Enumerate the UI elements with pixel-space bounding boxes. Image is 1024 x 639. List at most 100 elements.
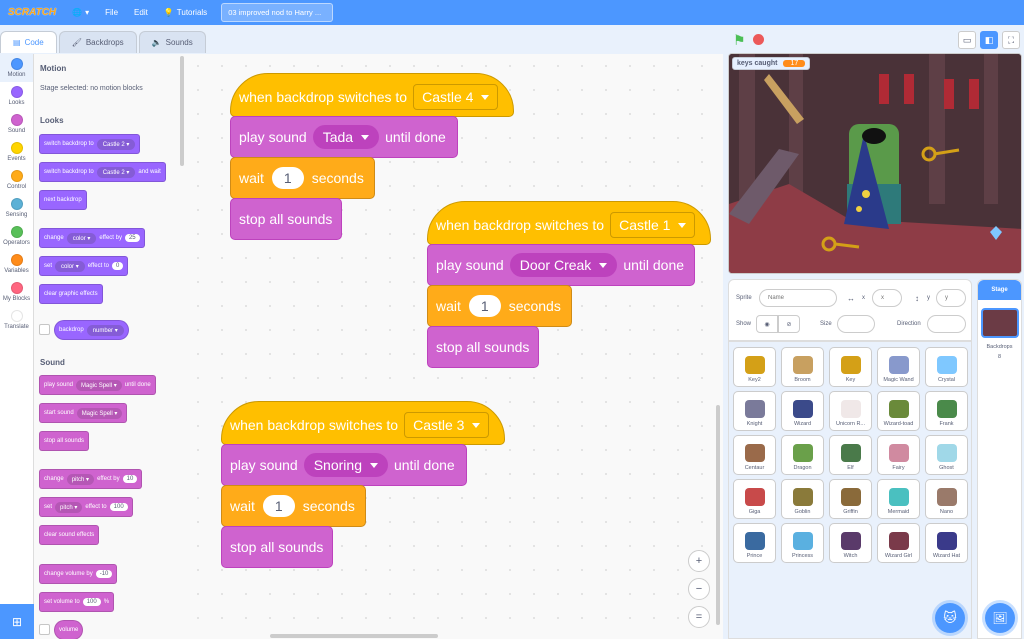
backdrop-monitor-checkbox[interactable]	[39, 324, 50, 335]
block-clear-sound-effects[interactable]: clear sound effects	[39, 525, 100, 545]
category-operators[interactable]: Operators	[0, 222, 33, 250]
small-stage-button[interactable]: ▭	[958, 31, 976, 49]
number-input[interactable]: 0	[111, 262, 124, 270]
number-input[interactable]: 25	[124, 234, 140, 242]
sprite-tile[interactable]: Wizard-toad	[877, 391, 920, 431]
scratch-logo[interactable]: SCRATCH	[8, 7, 57, 18]
sprite-tile[interactable]: Griffin	[829, 479, 872, 519]
green-flag-icon[interactable]: ⚑	[733, 32, 746, 48]
sprite-tile[interactable]: Wizard Hat	[925, 523, 968, 563]
sprite-tile[interactable]: Key	[829, 347, 872, 387]
sound-dropdown[interactable]: Magic Spell ▾	[76, 407, 123, 419]
number-input[interactable]: 10	[122, 475, 138, 483]
sprite-tile[interactable]: Dragon	[781, 435, 824, 475]
block-volume-reporter[interactable]: volume	[54, 620, 84, 639]
tab-code[interactable]: ▤Code	[0, 31, 57, 53]
stage-target-pane[interactable]: Stage Backdrops 8	[977, 279, 1022, 639]
add-backdrop-button[interactable]: 🖼	[985, 603, 1015, 633]
x-position-input[interactable]	[872, 289, 902, 307]
sprite-tile[interactable]: Mermaid	[877, 479, 920, 519]
zoom-reset-button[interactable]: =	[688, 606, 710, 628]
sprite-tile[interactable]: Elf	[829, 435, 872, 475]
volume-monitor-checkbox[interactable]	[39, 624, 50, 635]
direction-input[interactable]	[927, 315, 966, 333]
category-motion[interactable]: Motion	[0, 54, 33, 82]
sprite-tile[interactable]: Nano	[925, 479, 968, 519]
sprite-tile[interactable]: Frank	[925, 391, 968, 431]
number-input[interactable]: -10	[95, 570, 113, 578]
tab-backdrops[interactable]: 🖌Backdrops	[58, 31, 137, 53]
category-sound[interactable]: Sound	[0, 110, 33, 138]
block-clear-graphic-effects[interactable]: clear graphic effects	[39, 284, 103, 304]
sound-dropdown[interactable]: Door Creak	[509, 253, 618, 277]
workspace-vertical-scrollbar[interactable]	[716, 405, 720, 625]
sprite-tile[interactable]: Witch	[829, 523, 872, 563]
effect-dropdown[interactable]: color ▾	[66, 232, 97, 244]
block-change-volume[interactable]: change volume by-10	[39, 564, 118, 584]
sprite-tile[interactable]: Wizard	[781, 391, 824, 431]
edit-menu[interactable]: Edit	[134, 8, 148, 17]
category-translate[interactable]: Translate	[0, 306, 33, 334]
category-my-blocks[interactable]: My Blocks	[0, 278, 33, 306]
sprite-tile[interactable]: Centaur	[733, 435, 776, 475]
show-visible-button[interactable]: ◉	[756, 315, 778, 333]
size-input[interactable]	[837, 315, 875, 333]
sprite-tile[interactable]: Broom	[781, 347, 824, 387]
backdrop-dropdown[interactable]: number ▾	[86, 324, 124, 336]
sound-dropdown[interactable]: Magic Spell ▾	[76, 379, 122, 391]
palette-scrollbar[interactable]	[180, 56, 184, 166]
sprite-tile[interactable]: Crystal	[925, 347, 968, 387]
category-events[interactable]: Events	[0, 138, 33, 166]
sprite-tile[interactable]: Wizard Girl	[877, 523, 920, 563]
language-menu[interactable]: 🌐▾	[64, 0, 97, 25]
sprite-tile[interactable]: Unicorn R...	[829, 391, 872, 431]
backdrop-dropdown[interactable]: Castle 3	[404, 412, 490, 438]
stop-all-sounds-block[interactable]: stop all sounds	[427, 326, 539, 368]
add-sprite-button[interactable]: 🐱	[935, 603, 965, 633]
sprite-tile[interactable]: Goblin	[781, 479, 824, 519]
category-variables[interactable]: Variables	[0, 250, 33, 278]
zoom-out-button[interactable]: −	[688, 578, 710, 600]
sprite-tile[interactable]: Magic Wand	[877, 347, 920, 387]
category-sensing[interactable]: Sensing	[0, 194, 33, 222]
add-extension-button[interactable]: ⊞	[0, 604, 34, 639]
effect-dropdown[interactable]: color ▾	[55, 260, 85, 272]
number-input[interactable]: 100	[82, 598, 101, 606]
sound-effect-dropdown[interactable]: pitch ▾	[55, 501, 83, 513]
sprite-name-input[interactable]	[759, 289, 837, 307]
tutorials-menu[interactable]: 💡Tutorials	[156, 0, 215, 25]
stop-all-sounds-block[interactable]: stop all sounds	[230, 198, 342, 240]
sprite-tile[interactable]: Key2	[733, 347, 776, 387]
sound-dropdown[interactable]: Snoring	[303, 453, 388, 477]
sprite-tile[interactable]: Princess	[781, 523, 824, 563]
sprite-tile[interactable]: Fairy	[877, 435, 920, 475]
fullscreen-button[interactable]: ⛶	[1002, 31, 1020, 49]
file-menu[interactable]: File	[105, 8, 119, 17]
sprite-tile[interactable]: Prince	[733, 523, 776, 563]
seconds-input[interactable]: 1	[271, 167, 304, 189]
number-input[interactable]: 100	[109, 503, 128, 511]
sprite-tile[interactable]: Knight	[733, 391, 776, 431]
category-control[interactable]: Control	[0, 166, 33, 194]
backdrop-dropdown[interactable]: Castle 2 ▾	[96, 166, 136, 178]
